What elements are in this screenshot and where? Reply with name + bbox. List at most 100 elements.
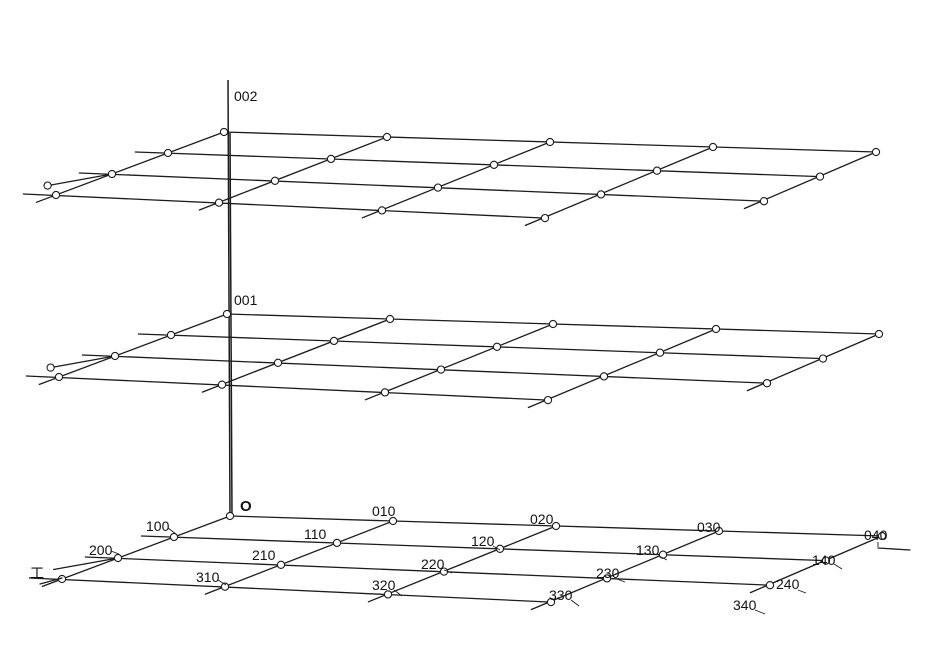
x-axis-extension xyxy=(877,547,911,551)
y-axis-extension xyxy=(39,577,63,585)
lattice-row-line-2-3 xyxy=(22,193,546,219)
leader-230 xyxy=(616,578,626,583)
leader-100 xyxy=(167,527,177,535)
vertical-axis-lower xyxy=(229,132,233,517)
lattice-row-line-2-1 xyxy=(134,151,821,178)
lattice-node-1-2-3 xyxy=(599,372,609,381)
lattice-node-2-1-1 xyxy=(326,154,336,164)
leader-200 xyxy=(110,550,120,555)
lattice-node-1-1-0 xyxy=(166,330,176,340)
lattice-node-1-2-2 xyxy=(436,365,446,374)
lattice-node-0-1-0 xyxy=(169,532,179,542)
point-label-020: 020 xyxy=(530,511,554,527)
layer-label-001: 001 xyxy=(234,292,258,308)
lattice-row-line-1-2 xyxy=(81,354,768,384)
leader-120 xyxy=(492,545,501,551)
lattice-node-0-0-4 xyxy=(877,531,887,541)
lattice-col-line-1-3 xyxy=(527,328,717,409)
lattice-node-2-0-0 xyxy=(219,127,229,137)
point-label-100: 100 xyxy=(146,518,170,534)
lattice-col-line-2-0 xyxy=(35,131,225,203)
point-label-030: 030 xyxy=(697,519,721,535)
lattice-node-0-3-2 xyxy=(383,590,393,599)
lattice-node-2-2-2 xyxy=(433,183,443,192)
lattice-node-1-0-4 xyxy=(874,329,884,339)
point-label-200: 200 xyxy=(89,542,113,558)
vertical-axis xyxy=(227,79,231,517)
lattice-node-0-0-0 xyxy=(225,511,235,521)
lattice-node-2-1-0 xyxy=(163,148,173,158)
lattice-col-line-0-0 xyxy=(41,515,231,588)
lattice-node-0-3-3 xyxy=(546,597,556,607)
lattice-node-1-3-3 xyxy=(543,395,553,405)
lattice-row-line-2-2 xyxy=(78,172,765,202)
point-label-130: 130 xyxy=(636,542,660,558)
leader-220 xyxy=(443,569,453,574)
lattice-front-extension-0 xyxy=(52,557,119,571)
leader-320 xyxy=(393,589,403,597)
point-label-210: 210 xyxy=(252,547,276,563)
lattice-node-1-1-2 xyxy=(492,342,502,351)
lattice-node-1-3-1 xyxy=(217,380,227,389)
lattice-node-2-2-1 xyxy=(270,176,280,185)
point-label-110: 110 xyxy=(304,526,327,542)
lattice-node-0-2-3 xyxy=(602,574,612,583)
lattice-node-1-0-1 xyxy=(385,314,395,324)
leader-240 xyxy=(797,589,807,594)
lattice-node-2-1-2 xyxy=(489,160,499,169)
lattice-row-line-0-2 xyxy=(84,556,771,586)
point-label-220: 220 xyxy=(421,556,445,572)
lattice-row-line-1-3 xyxy=(25,375,549,401)
lattice-node-1-1-1 xyxy=(329,336,339,346)
lattice-col-line-2-1 xyxy=(198,136,388,211)
lattice-node-2-1-3 xyxy=(652,166,662,175)
point-label-310: 310 xyxy=(196,569,220,585)
lattice-nodes xyxy=(43,127,887,607)
lattice-front-extension-1 xyxy=(49,355,116,369)
lattice-node-2-3-2 xyxy=(377,206,387,215)
lattice-node-0-2-1 xyxy=(276,560,286,569)
lattice-col-line-2-3 xyxy=(524,146,714,227)
lattice-node-2-3-1 xyxy=(214,198,224,207)
lattice-node-0-1-4 xyxy=(821,556,831,565)
point-label-230: 230 xyxy=(596,565,620,581)
leader-140 xyxy=(833,563,843,570)
point-label-320: 320 xyxy=(372,577,396,593)
lattice-col-line-1-2 xyxy=(364,323,554,401)
lattice-node-1-0-2 xyxy=(548,319,558,329)
lattice-node-0-1-1 xyxy=(332,538,342,548)
lattice-node-1-2-4 xyxy=(762,379,772,388)
point-label-010: 010 xyxy=(372,503,396,519)
lattice-node-2-2-0 xyxy=(107,169,117,179)
lattice-col-line-1-0 xyxy=(38,313,228,386)
lattice-front-extension-2 xyxy=(46,173,113,187)
lattice-node-1-0-0 xyxy=(222,309,232,319)
lattice-node-2-0-4 xyxy=(871,147,881,157)
lattice-node-0-3-1 xyxy=(220,582,230,591)
lattice-node-2-3-3 xyxy=(540,213,550,223)
lattice-node-0-0-2 xyxy=(551,521,561,531)
lattice-node-0-2-4 xyxy=(765,581,775,590)
lattice-node-2-0-2 xyxy=(545,137,555,147)
lattice-col-line-0-2 xyxy=(367,525,557,603)
lattice-node-1-3-0 xyxy=(54,372,64,382)
layer-label-002: 002 xyxy=(234,88,258,104)
lattice-node-1-3-2 xyxy=(380,388,390,397)
point-label-140: 140 xyxy=(812,552,836,568)
lattice-node-1-2-1 xyxy=(273,358,283,367)
lattice-node-2-1-4 xyxy=(815,172,825,181)
leader-130 xyxy=(658,555,668,561)
lattice-col-line-0-1 xyxy=(204,520,394,595)
lattice-node-0-1-2 xyxy=(495,544,505,553)
point-label-330: 330 xyxy=(549,587,573,603)
lattice-node-2-2-3 xyxy=(596,190,606,199)
lattice-lines xyxy=(22,131,883,611)
point-label-040: 040 xyxy=(864,527,888,543)
lattice-col-line-1-1 xyxy=(201,318,391,393)
leader-310 xyxy=(217,579,227,586)
leader-330 xyxy=(570,599,580,607)
lattice-node-0-0-1 xyxy=(388,516,398,526)
point-label-240: 240 xyxy=(776,576,800,592)
point-label-340: 340 xyxy=(733,597,757,613)
